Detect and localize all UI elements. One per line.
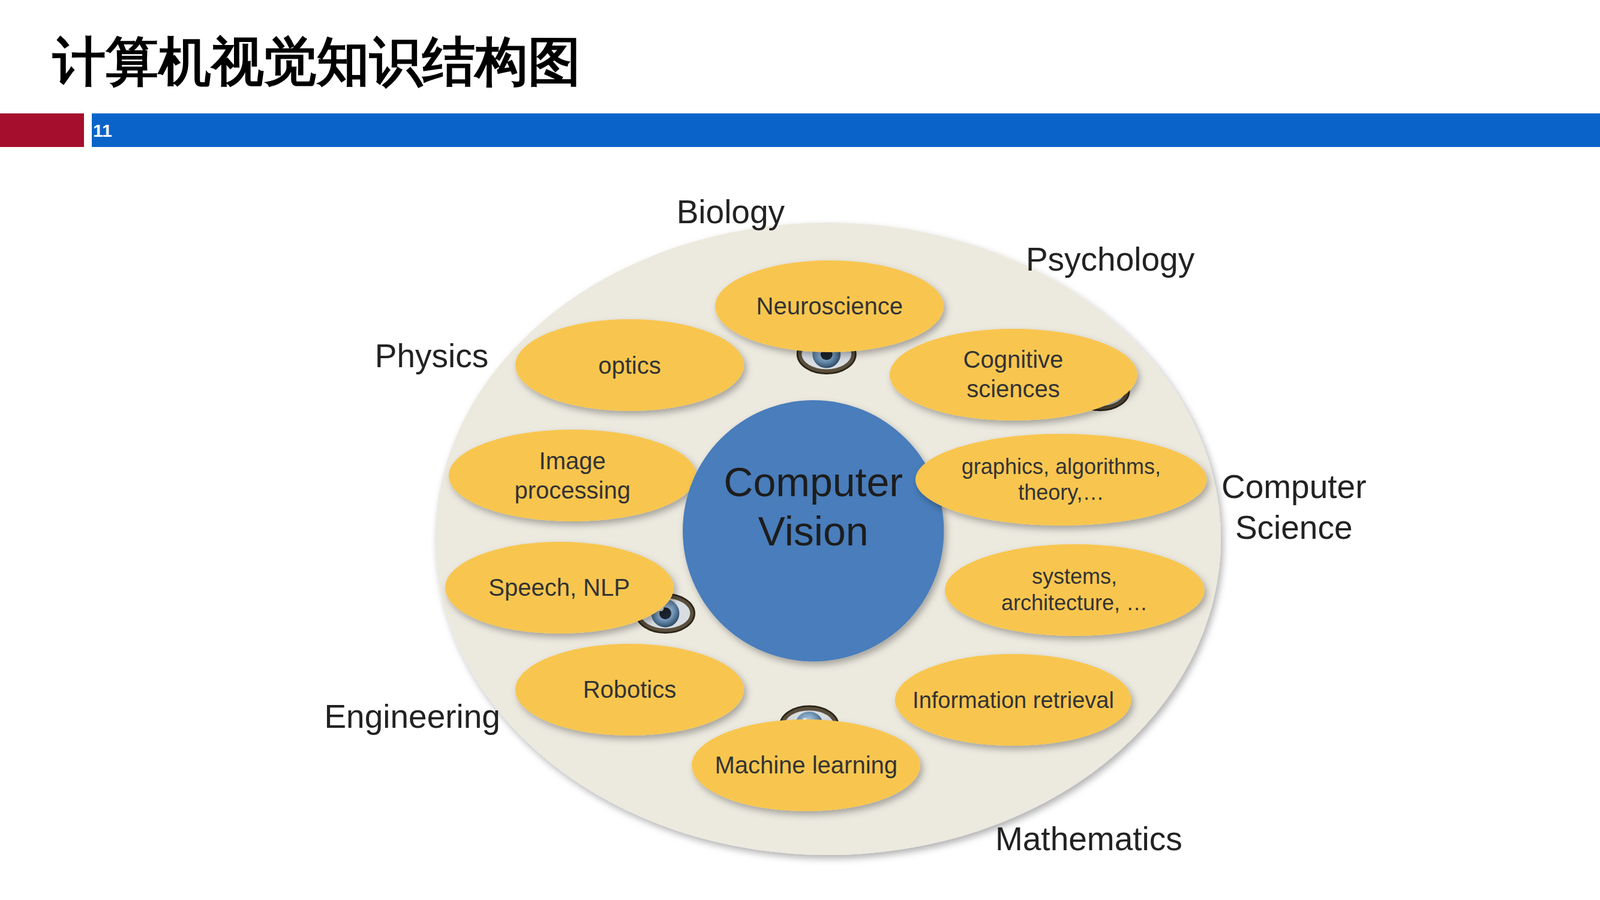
node-shape (715, 260, 944, 353)
slide-title: 计算机视觉知识结构图 (52, 26, 581, 98)
node-label: Robotics (583, 674, 677, 705)
node-shape (889, 328, 1138, 421)
discipline-label: Physics (374, 335, 489, 377)
node-outline (448, 429, 697, 522)
yellow-ellipse: systems, architecture, … (944, 544, 1205, 636)
node-label: optics (598, 350, 662, 381)
slide-number: 11 (92, 119, 113, 143)
node-shape (445, 541, 674, 634)
node-label: Cognitive sciences (935, 344, 1092, 404)
node-outline (915, 433, 1207, 526)
outer-ellipse (434, 222, 1221, 855)
center-circle: Computer Vision (682, 400, 944, 662)
node-label: graphics, algorithms, theory,… (959, 453, 1164, 507)
discipline-label: Psychology (1025, 238, 1195, 281)
red-bar (0, 113, 84, 147)
yellow-ellipse: Information retrieval (895, 653, 1132, 746)
node-label: Information retrieval (912, 686, 1115, 714)
discipline-label: Biology (676, 191, 785, 233)
yellow-ellipse: Speech, NLP (445, 541, 674, 634)
discipline-label: Computer Science (1204, 466, 1385, 549)
node-shape (895, 653, 1132, 746)
node-shape (691, 719, 921, 812)
node-shape (515, 319, 744, 411)
node-outline (944, 544, 1205, 636)
node-label: Computer Vision (711, 457, 916, 557)
node-label: Speech, NLP (488, 572, 630, 603)
blue-bar (91, 113, 1600, 147)
node-shape (682, 400, 944, 662)
node-shape (448, 429, 697, 522)
node-shape (515, 643, 744, 736)
node-outline (889, 328, 1138, 421)
yellow-ellipse: Cognitive sciences (889, 328, 1138, 421)
yellow-ellipse: Neuroscience (715, 260, 944, 353)
node-label: Image processing (494, 446, 651, 506)
yellow-ellipse: Image processing (448, 429, 697, 522)
yellow-ellipse: Robotics (515, 643, 744, 736)
node-shape (944, 544, 1205, 636)
yellow-ellipse: graphics, algorithms, theory,… (915, 433, 1207, 526)
node-label: Machine learning (714, 750, 898, 780)
node-label: systems, architecture, … (984, 563, 1165, 617)
yellow-ellipse: optics (515, 319, 744, 411)
node-shape (915, 433, 1207, 526)
node-label: Neuroscience (756, 291, 904, 321)
discipline-label: Mathematics (995, 818, 1183, 860)
yellow-ellipse: Machine learning (691, 719, 921, 812)
discipline-label: Engineering (323, 695, 501, 738)
